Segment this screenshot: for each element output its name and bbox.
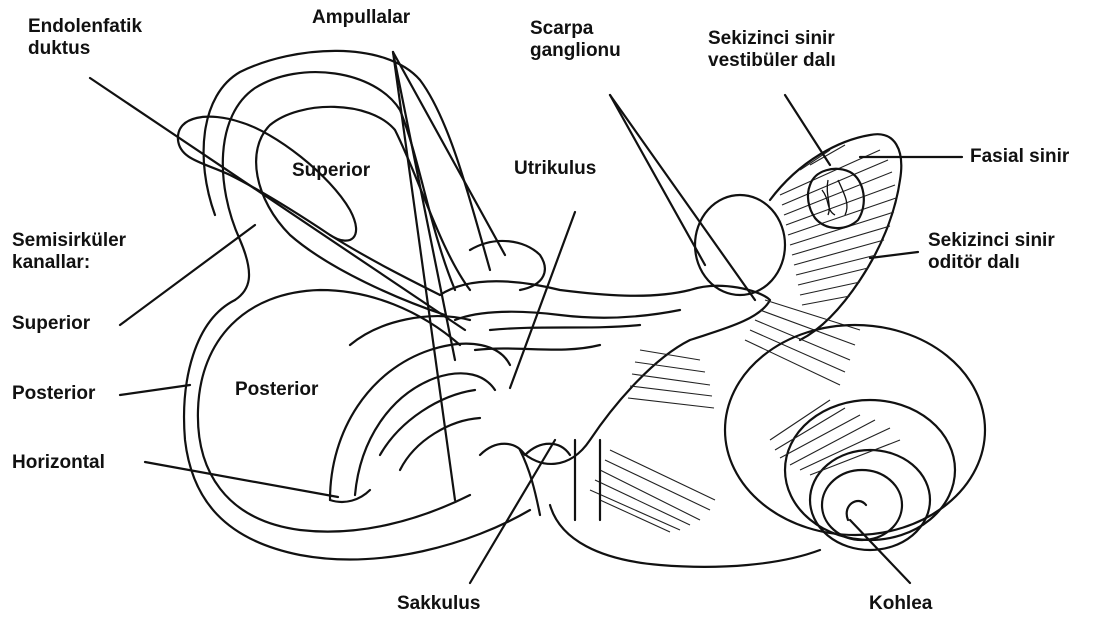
label-superior-inner: Superior [292,160,370,182]
leader-scarpa-2 [610,95,755,300]
label-superior-left: Superior [12,313,90,335]
leader-scarpa-1 [610,95,705,265]
label-vestibuler-dali: Sekizinci sinir vestibüler dalı [708,28,836,72]
leader-endolenfatik [90,78,465,330]
label-scarpa-ganglionu: Scarpa ganglionu [530,18,621,62]
label-sakkulus: Sakkulus [397,593,480,615]
leader-posterior-left [120,385,190,395]
label-kohlea: Kohlea [869,593,932,615]
label-fasial-sinir: Fasial sinir [970,146,1069,168]
leader-superior-left [120,225,255,325]
vestibule [440,281,770,464]
facial-nerve-section [808,169,864,228]
saccule [480,444,570,455]
leader-ampullalar-2 [393,52,455,360]
vestibulocochlear-nerve [770,134,901,340]
leader-horizontal [145,462,338,497]
leader-utrikulus [510,212,575,388]
label-posterior-left: Posterior [12,383,95,405]
leader-vestibuler [785,95,830,165]
label-ampullalar: Ampullalar [312,7,410,29]
label-oditor-dali: Sekizinci sinir oditör dalı [928,230,1055,274]
label-utrikulus: Utrikulus [514,158,596,180]
leader-ampullalar-3 [393,52,505,255]
label-horizontal: Horizontal [12,452,105,474]
label-semisirkuler-kanallar: Semisirküler kanallar: [12,230,126,274]
label-endolenfatik-duktus: Endolenfatik duktus [28,16,142,60]
leader-sakkulus [470,440,555,583]
leader-kohlea [850,520,910,583]
label-posterior-inner: Posterior [235,379,318,401]
